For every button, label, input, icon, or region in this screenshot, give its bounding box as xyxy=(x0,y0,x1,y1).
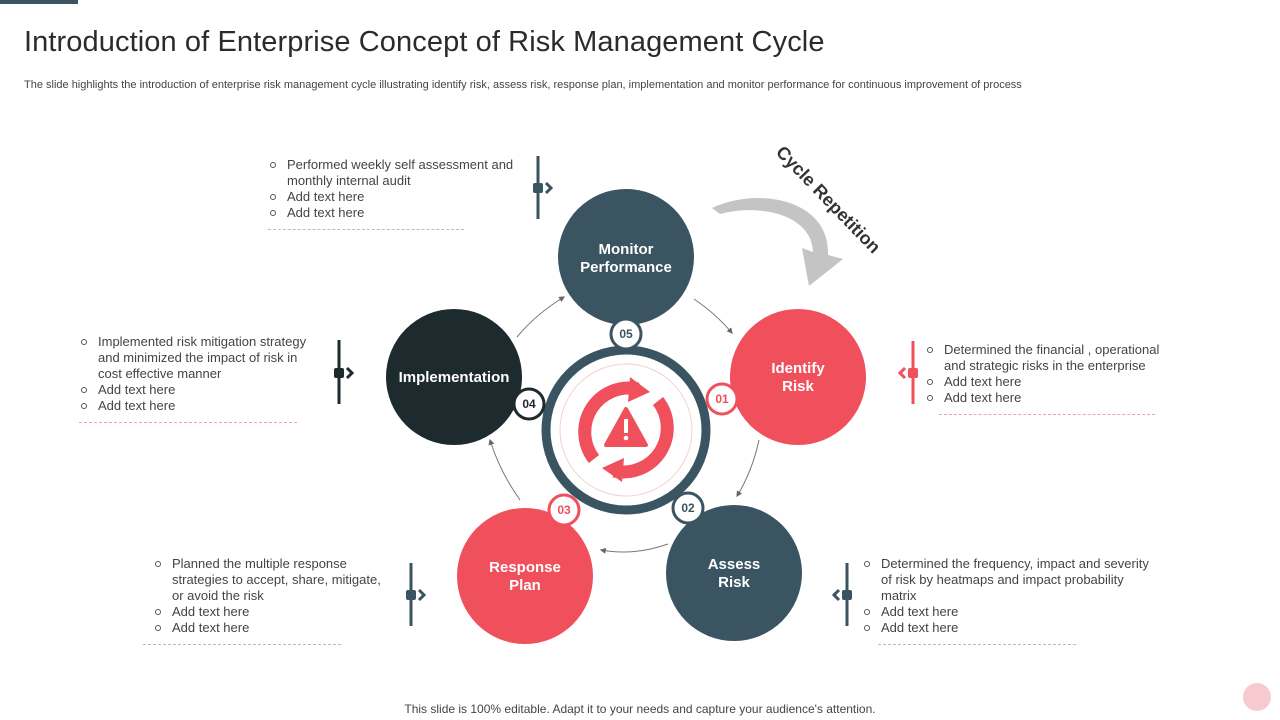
text-block-identify: Determined the financial , operational a… xyxy=(925,342,1169,415)
bullet-item: Add text here xyxy=(153,620,393,636)
page-title: Introduction of Enterprise Concept of Ri… xyxy=(24,26,825,58)
bullet-item: Add text here xyxy=(268,189,524,205)
connector-arrow xyxy=(736,439,760,498)
text-block-monitor: Performed weekly self assessment and mon… xyxy=(268,157,524,230)
text-block-response: Planned the multiple response strategies… xyxy=(143,556,393,645)
slider-connector-response xyxy=(406,563,427,626)
svg-text:03: 03 xyxy=(557,503,571,517)
bullet-item: Add text here xyxy=(79,398,317,414)
step-label: Implementation xyxy=(399,369,510,386)
divider xyxy=(878,644,1076,645)
bullet-item: Add text here xyxy=(925,374,1169,390)
cycle-repetition-arrow xyxy=(712,198,843,286)
slider-connector-implementation xyxy=(334,340,355,404)
bullet-item: Planned the multiple response strategies… xyxy=(153,556,393,604)
connector-arrow xyxy=(516,296,566,338)
slider-connector-assess xyxy=(831,563,852,626)
connector-arrow xyxy=(693,298,733,334)
text-block-assess: Determined the frequency, impact and sev… xyxy=(862,556,1162,645)
bullet-item: Determined the financial , operational a… xyxy=(925,342,1169,374)
bullet-item: Add text here xyxy=(925,390,1169,406)
warning-refresh-icon xyxy=(578,377,674,482)
bullet-item: Add text here xyxy=(862,604,1162,620)
svg-text:04: 04 xyxy=(522,397,536,411)
svg-text:01: 01 xyxy=(715,392,729,406)
cycle-repetition-label: Cycle Repetition xyxy=(772,142,884,257)
svg-text:02: 02 xyxy=(681,501,695,515)
connector-arrow xyxy=(599,543,669,554)
divider xyxy=(268,229,464,230)
slider-connector-identify xyxy=(897,341,918,404)
svg-text:05: 05 xyxy=(619,327,633,341)
bullet-item: Add text here xyxy=(153,604,393,620)
step-implementation: Implementation xyxy=(386,309,522,445)
step-number-badge-03: 03 xyxy=(547,493,581,527)
divider xyxy=(79,422,297,423)
bullet-item: Determined the frequency, impact and sev… xyxy=(862,556,1162,604)
bullet-item: Performed weekly self assessment and mon… xyxy=(268,157,524,189)
step-number-badge-02: 02 xyxy=(671,491,705,525)
footer-note: This slide is 100% editable. Adapt it to… xyxy=(404,702,876,716)
bullet-item: Add text here xyxy=(268,205,524,221)
decorative-dot xyxy=(1243,683,1271,711)
bullet-item: Add text here xyxy=(862,620,1162,636)
bullet-item: Add text here xyxy=(79,382,317,398)
slider-connector-monitor xyxy=(533,156,554,219)
step-number-badge-04: 04 xyxy=(512,387,546,421)
bullet-item: Implemented risk mitigation strategy and… xyxy=(79,334,317,382)
divider xyxy=(939,414,1155,415)
text-block-implementation: Implemented risk mitigation strategy and… xyxy=(79,334,317,423)
step-number-badge-01: 01 xyxy=(705,382,739,416)
connector-arrow xyxy=(488,438,521,501)
divider xyxy=(143,644,341,645)
step-number-badge-05: 05 xyxy=(609,317,643,351)
top-accent-bar xyxy=(0,0,78,4)
page-subtitle: The slide highlights the introduction of… xyxy=(24,79,1022,91)
